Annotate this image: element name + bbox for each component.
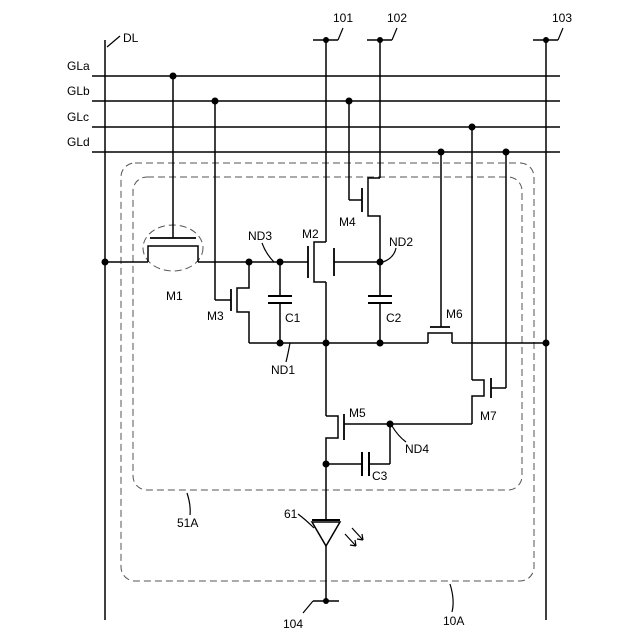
m6-channel: [428, 333, 452, 343]
label-m4: M4: [339, 215, 356, 229]
label-101: 101: [333, 11, 353, 25]
junction-glb-m4: [346, 98, 353, 105]
label-102: 102: [387, 11, 407, 25]
junction-glc-m7: [469, 124, 476, 131]
label-glb: GLb: [67, 84, 90, 98]
leader-nd4: [392, 426, 406, 442]
label-c3: C3: [372, 469, 388, 483]
leader-101: [338, 28, 343, 40]
label-c2: C2: [386, 311, 402, 325]
label-m7: M7: [480, 409, 497, 423]
junction-glb-m3: [212, 98, 219, 105]
label-gld: GLd: [67, 135, 90, 149]
leader-102: [392, 28, 397, 40]
label-nd2: ND2: [389, 235, 413, 249]
terminal-dot-102: [377, 37, 383, 43]
led-light-arrow-1: [345, 534, 356, 546]
m1-channel: [148, 246, 198, 262]
label-m3: M3: [207, 309, 224, 323]
label-c1: C1: [285, 311, 301, 325]
m2-channel: [314, 242, 326, 282]
junction-dl-m1: [102, 259, 109, 266]
leader-10a: [450, 584, 453, 612]
junction-gla-m1: [170, 73, 177, 80]
label-m1: M1: [166, 289, 183, 303]
junction-gld-m7: [503, 149, 510, 156]
terminal-dot-104: [323, 598, 329, 604]
label-10a: 10A: [443, 614, 464, 628]
label-104: 104: [283, 617, 303, 631]
label-61: 61: [284, 507, 298, 521]
m5-channel: [326, 416, 338, 464]
leader-51a: [187, 493, 190, 515]
leader-nd2: [383, 248, 396, 262]
label-103: 103: [552, 11, 572, 25]
leader-103: [558, 28, 563, 40]
junction-m6-103: [543, 340, 550, 347]
label-nd4: ND4: [405, 442, 429, 456]
led-light-arrow-2: [352, 528, 363, 540]
m4-channel: [368, 178, 380, 296]
leader-nd3: [262, 243, 274, 262]
leader-61: [298, 514, 314, 528]
label-gla: GLa: [67, 59, 90, 73]
label-glc: GLc: [67, 110, 89, 124]
label-nd1: ND1: [271, 363, 295, 377]
label-nd3: ND3: [248, 229, 272, 243]
terminal-dot-103: [543, 37, 549, 43]
junction-nd2: [377, 259, 384, 266]
leader-nd1: [286, 343, 290, 362]
label-m5: M5: [349, 406, 366, 420]
label-51a: 51A: [177, 516, 198, 530]
junction-gld-m6: [438, 149, 445, 156]
label-dl: DL: [123, 31, 139, 45]
terminal-dot-101: [323, 37, 329, 43]
leader-104: [303, 601, 313, 613]
label-m6: M6: [446, 307, 463, 321]
m3-channel: [237, 262, 249, 343]
led-triangle: [312, 522, 340, 546]
label-m2: M2: [302, 227, 319, 241]
outline-51a: [133, 177, 522, 490]
leader-dl: [107, 36, 120, 47]
